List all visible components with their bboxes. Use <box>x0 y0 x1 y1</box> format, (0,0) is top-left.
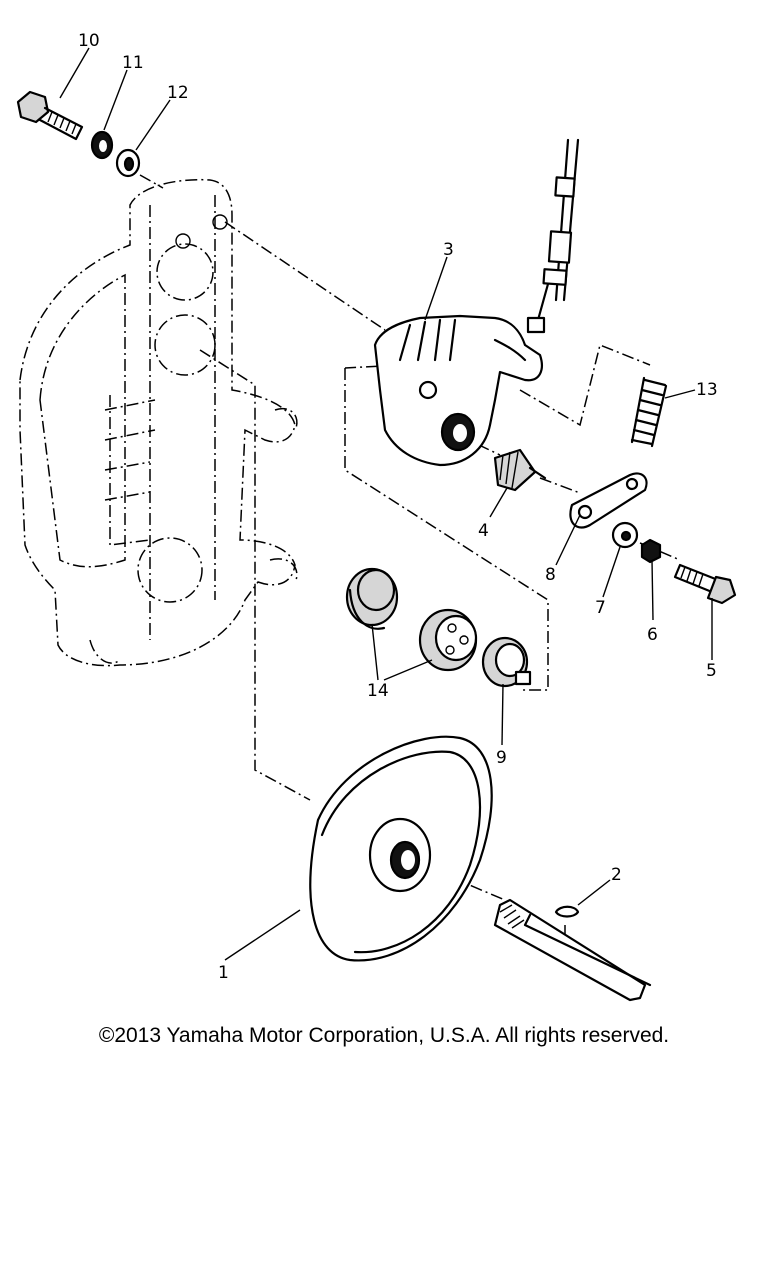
callout-11: 11 <box>122 53 144 73</box>
shaft <box>493 898 652 1002</box>
housing-cover <box>19 178 298 667</box>
callout-13: 13 <box>696 380 718 400</box>
bolt-10 <box>16 90 84 141</box>
washer-7 <box>611 521 639 549</box>
sheave-1 <box>309 735 493 962</box>
disc-9 <box>481 636 532 688</box>
callout-labels: 10 11 12 3 13 4 8 7 6 5 14 9 2 1 <box>78 31 718 983</box>
spring-13 <box>630 376 668 448</box>
callout-2: 2 <box>611 865 622 885</box>
callout-5: 5 <box>706 661 717 681</box>
callout-3: 3 <box>443 240 454 260</box>
key-2 <box>554 905 580 918</box>
gear-4 <box>493 448 547 492</box>
cap-set-14 <box>345 567 478 672</box>
callout-10: 10 <box>78 31 100 51</box>
lock-washer-11 <box>90 130 114 160</box>
callout-14: 14 <box>367 681 389 701</box>
bolt-5 <box>673 563 737 605</box>
callout-12: 12 <box>167 83 189 103</box>
callout-8: 8 <box>545 565 556 585</box>
washer-12 <box>115 148 141 178</box>
callout-9: 9 <box>496 748 507 768</box>
bracket-3 <box>373 314 543 467</box>
lever-8 <box>569 472 648 529</box>
nut-6 <box>640 538 662 564</box>
callout-4: 4 <box>478 521 489 541</box>
callout-leaders <box>59 47 713 961</box>
callout-1: 1 <box>218 963 229 983</box>
callout-6: 6 <box>647 625 658 645</box>
cable-assembly <box>526 138 580 334</box>
copyright-notice: ©2013 Yamaha Motor Corporation, U.S.A. A… <box>98 1024 670 1047</box>
callout-7: 7 <box>595 598 606 618</box>
